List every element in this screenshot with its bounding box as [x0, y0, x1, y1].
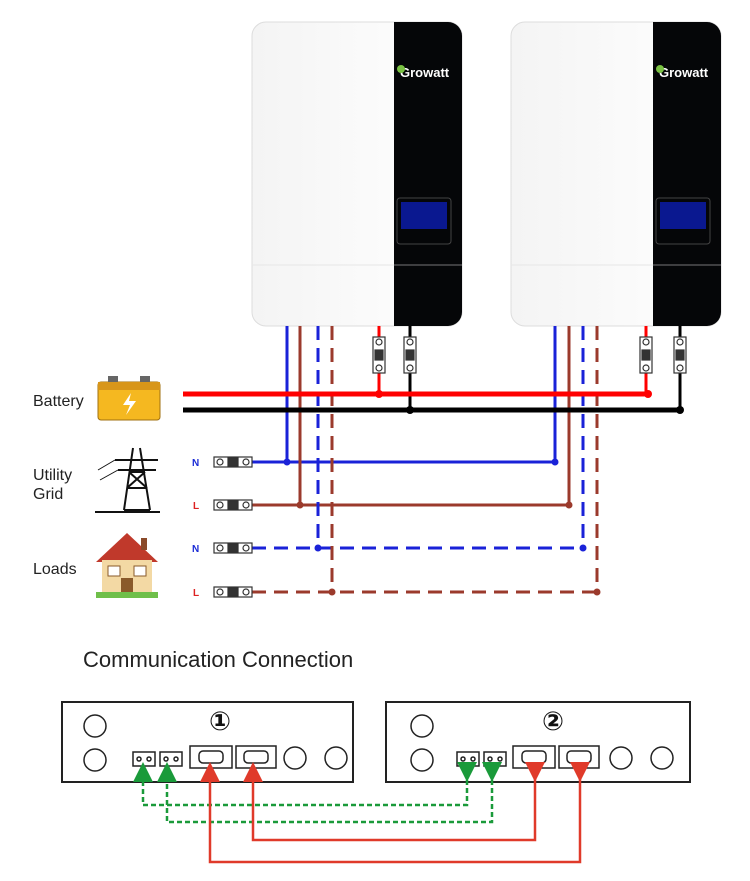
grid-l-label: L — [193, 501, 199, 512]
comm-panel-2 — [385, 701, 691, 783]
battery-icon — [97, 376, 161, 421]
battery-label: Battery — [33, 393, 84, 410]
inverter-1: Growatt — [251, 21, 463, 327]
house-icon — [96, 533, 158, 598]
grid-n-label: N — [192, 458, 199, 469]
battery-wiring — [183, 326, 684, 414]
brand-logo: Growatt — [659, 65, 709, 80]
comm-panel-1 — [61, 701, 354, 783]
lcd-screen — [660, 202, 706, 229]
ac-terminal-blocks — [213, 456, 253, 598]
power-tower-icon — [95, 447, 160, 513]
brand-logo: Growatt — [400, 65, 450, 80]
lcd-screen — [401, 202, 447, 229]
loads-l-label: L — [193, 588, 199, 599]
parallel-comm-cables — [133, 762, 502, 824]
unit-1-label: ① — [209, 706, 231, 736]
inverter-2: Growatt — [510, 21, 722, 327]
ac-wiring — [252, 326, 599, 594]
dc-breakers — [372, 336, 687, 374]
communication-title: Communication Connection — [83, 647, 353, 672]
current-share-cables — [200, 762, 590, 864]
unit-2-label: ② — [542, 706, 564, 736]
utility-label: Utility — [33, 467, 72, 484]
grid-label: Grid — [33, 486, 63, 503]
loads-n-label: N — [192, 544, 199, 555]
loads-label: Loads — [33, 561, 77, 578]
